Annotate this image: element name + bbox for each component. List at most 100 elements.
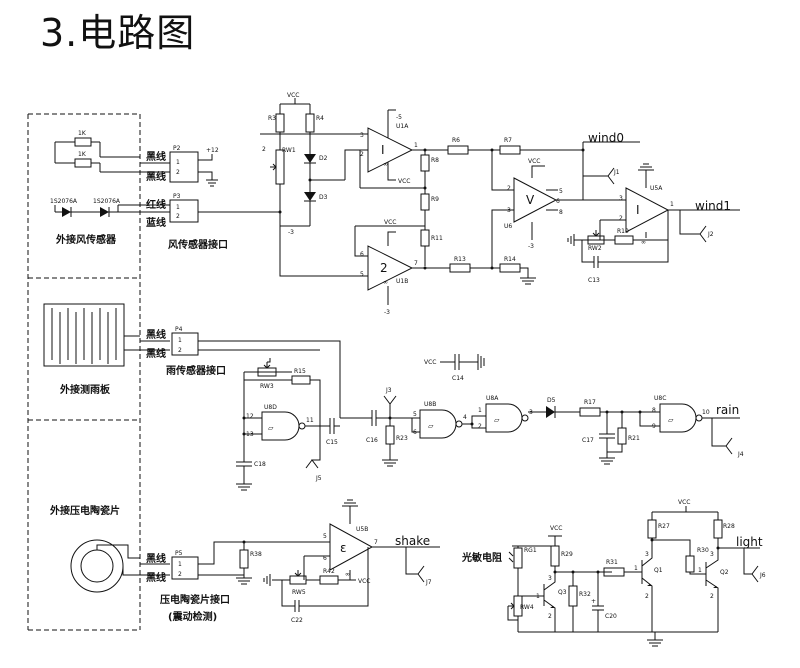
svg-text:U6: U6 bbox=[504, 223, 512, 230]
svg-text:5: 5 bbox=[413, 411, 417, 418]
svg-text:R13: R13 bbox=[454, 256, 466, 263]
svg-text:R9: R9 bbox=[431, 196, 439, 203]
wind-sensor-label: 外接风传感器 bbox=[55, 233, 117, 246]
svg-text:J5: J5 bbox=[315, 475, 322, 482]
svg-text:U1B: U1B bbox=[396, 278, 408, 285]
svg-text:2: 2 bbox=[507, 185, 511, 192]
light-circuit: 光敏电阻 VCC RG1 R29 RW4 Q3 3 1 2 R32 bbox=[461, 499, 766, 647]
svg-text:R28: R28 bbox=[723, 523, 735, 530]
svg-text:C18: C18 bbox=[254, 461, 266, 468]
svg-text:1: 1 bbox=[178, 337, 182, 344]
svg-text:7: 7 bbox=[374, 539, 378, 546]
page-title: 3.电路图 bbox=[40, 11, 196, 55]
svg-text:R23: R23 bbox=[396, 435, 408, 442]
connector-p2: P2 1 2 +12 bbox=[169, 145, 219, 187]
svg-text:∞: ∞ bbox=[383, 279, 388, 286]
svg-text:R27: R27 bbox=[658, 523, 670, 530]
diode-1s-a-label: 1S2076A bbox=[50, 198, 78, 205]
r1k-b-label: 1K bbox=[78, 151, 87, 158]
svg-text:RW1: RW1 bbox=[282, 147, 296, 154]
svg-text:2: 2 bbox=[176, 169, 180, 176]
svg-text:1: 1 bbox=[414, 142, 418, 149]
rain-output: rain bbox=[716, 403, 739, 417]
svg-text:10: 10 bbox=[702, 409, 710, 416]
svg-text:R15: R15 bbox=[294, 368, 306, 375]
svg-text:VCC: VCC bbox=[678, 499, 690, 506]
svg-text:7: 7 bbox=[414, 260, 418, 267]
svg-text:R42: R42 bbox=[323, 568, 335, 575]
svg-text:C17: C17 bbox=[582, 437, 594, 444]
svg-text:R3: R3 bbox=[268, 115, 276, 122]
wire-black-2: 黑线 bbox=[146, 170, 166, 183]
svg-text:R4: R4 bbox=[316, 115, 324, 122]
photoresistor-label: 光敏电阻 bbox=[461, 551, 502, 564]
svg-text:Q2: Q2 bbox=[720, 569, 729, 576]
svg-text:+12: +12 bbox=[206, 147, 219, 154]
svg-text:U1A: U1A bbox=[396, 123, 409, 130]
svg-text:J3: J3 bbox=[385, 387, 392, 394]
svg-text:RW3: RW3 bbox=[260, 383, 274, 390]
svg-text:D5: D5 bbox=[547, 397, 556, 404]
svg-text:6: 6 bbox=[323, 555, 327, 562]
svg-text:R14: R14 bbox=[504, 256, 516, 263]
svg-text:2: 2 bbox=[645, 593, 649, 600]
svg-text:C22: C22 bbox=[291, 617, 303, 624]
r1k-a-label: 1K bbox=[78, 130, 87, 137]
svg-text:ε: ε bbox=[340, 541, 347, 555]
svg-text:∞: ∞ bbox=[383, 161, 388, 168]
rain-circuit: VCC C14 RW3 R15 ▱ U8D 12 13 11 C15 bbox=[198, 340, 744, 491]
svg-text:∞: ∞ bbox=[641, 239, 646, 246]
wind-circuit: VCC R3 R4 RW1 2 -3 D2 D3 I U1A -5 bbox=[198, 92, 740, 316]
svg-text:J2: J2 bbox=[707, 231, 714, 238]
svg-text:VCC: VCC bbox=[398, 178, 410, 185]
svg-text:-5: -5 bbox=[396, 114, 402, 121]
svg-text:11: 11 bbox=[306, 417, 314, 424]
svg-text:1: 1 bbox=[698, 567, 702, 574]
wire-labels: 黑线 黑线 红线 蓝线 黑线 黑线 黑线 黑线 bbox=[140, 150, 170, 584]
svg-text:-3: -3 bbox=[528, 243, 534, 250]
svg-text:RW2: RW2 bbox=[588, 245, 602, 252]
svg-text:∞: ∞ bbox=[345, 571, 350, 578]
svg-text:2: 2 bbox=[548, 613, 552, 620]
svg-text:1: 1 bbox=[176, 204, 180, 211]
wire-blue: 蓝线 bbox=[146, 216, 166, 229]
svg-text:R11: R11 bbox=[431, 235, 443, 242]
svg-text:U8C: U8C bbox=[654, 395, 666, 402]
svg-text:D3: D3 bbox=[319, 194, 328, 201]
svg-text:▱: ▱ bbox=[494, 416, 500, 424]
svg-text:2: 2 bbox=[478, 423, 482, 430]
svg-text:I: I bbox=[636, 203, 640, 217]
svg-text:-3: -3 bbox=[384, 309, 390, 316]
wind0-output: wind0 bbox=[588, 131, 624, 145]
svg-text:3: 3 bbox=[548, 575, 552, 582]
svg-text:U8A: U8A bbox=[486, 395, 499, 402]
svg-text:1: 1 bbox=[478, 407, 482, 414]
svg-text:R38: R38 bbox=[250, 551, 262, 558]
svg-text:VCC: VCC bbox=[384, 219, 396, 226]
svg-text:C20: C20 bbox=[605, 613, 617, 620]
svg-text:2: 2 bbox=[176, 213, 180, 220]
svg-text:2: 2 bbox=[710, 593, 714, 600]
wire-black-5: 黑线 bbox=[146, 552, 166, 565]
svg-text:3: 3 bbox=[360, 132, 364, 139]
svg-text:R21: R21 bbox=[628, 435, 640, 442]
piezo-label: 外接压电陶瓷片 bbox=[49, 504, 120, 517]
svg-text:R17: R17 bbox=[584, 399, 596, 406]
svg-text:J4: J4 bbox=[737, 451, 744, 458]
rain-board-internal: 外接测雨板 bbox=[43, 303, 140, 396]
shake-circuit: R38 ε U5B 5 6 7 VCC ∞ shake J7 RW5 R42 C… bbox=[198, 499, 440, 624]
svg-text:VCC: VCC bbox=[528, 158, 540, 165]
svg-text:8: 8 bbox=[652, 407, 656, 414]
wire-black-4: 黑线 bbox=[146, 347, 166, 360]
svg-text:R8: R8 bbox=[431, 157, 439, 164]
svg-text:VCC: VCC bbox=[424, 359, 436, 366]
svg-text:1: 1 bbox=[634, 565, 638, 572]
svg-text:5: 5 bbox=[360, 271, 364, 278]
rain-board-label: 外接测雨板 bbox=[59, 383, 111, 396]
svg-text:1: 1 bbox=[176, 159, 180, 166]
svg-text:2: 2 bbox=[380, 261, 388, 275]
wind-sensor-internal: 1K 1K 1S2076A 1S2076A 外接风传感器 bbox=[50, 130, 140, 246]
svg-text:P2: P2 bbox=[173, 145, 181, 152]
svg-text:RW5: RW5 bbox=[292, 589, 306, 596]
svg-text:1: 1 bbox=[670, 201, 674, 208]
